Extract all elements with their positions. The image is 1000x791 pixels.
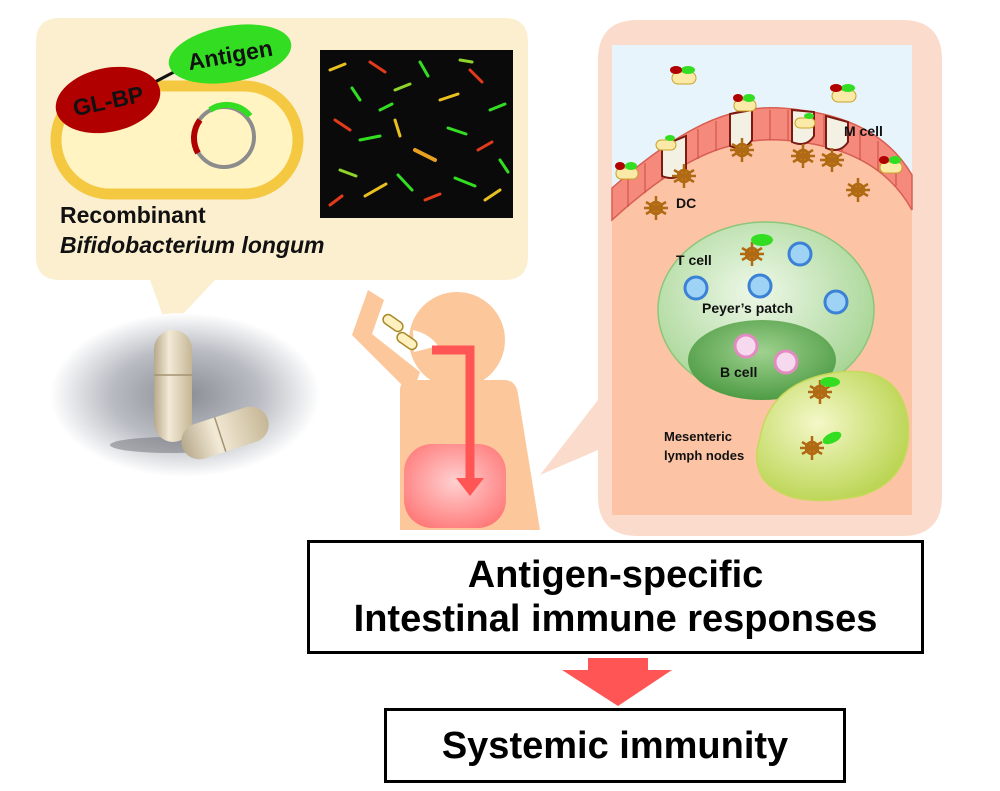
person-arm [352, 290, 420, 395]
b-cell-label: B cell [720, 364, 757, 380]
antigen-fragment-icon [822, 431, 842, 445]
bacterium-callout: GL-BP Antigen [36, 18, 528, 330]
m-cell-label: M cell [844, 123, 883, 139]
systemic-immunity-box: Systemic immunity [384, 708, 846, 783]
intestine-callout: M cell DC T cell Peyer’s patch B cell [540, 20, 942, 536]
capsule-icon [181, 406, 269, 460]
digestion-path-arrow [432, 345, 475, 480]
b-cell-icons [733, 333, 799, 375]
person-mouth [413, 330, 438, 352]
t-cell-label: T cell [676, 252, 712, 268]
person-arm [486, 410, 528, 530]
bacterium-caption: Recombinant Bifidobacterium longum [60, 200, 325, 260]
systemic-immunity-label: Systemic immunity [441, 724, 789, 767]
antigen-fragment-icon [820, 377, 840, 387]
fluorescence-micrograph [320, 50, 513, 218]
dendritic-cell-icon [808, 380, 832, 404]
capsules-photo [50, 313, 320, 477]
caption-line1: Recombinant [60, 202, 206, 228]
capsule-icon [154, 330, 192, 442]
mesenteric-label-line2: lymph nodes [664, 448, 744, 463]
swallowed-capsules [382, 313, 418, 351]
dendritic-cell-icons [644, 138, 870, 220]
person-figure [352, 290, 540, 530]
dendritic-cell-icon [740, 242, 764, 266]
lumen-bacteria [615, 66, 903, 180]
digestion-arrow-head [456, 478, 484, 496]
plasmid-icon [191, 101, 256, 169]
caption-line2: Bifidobacterium longum [60, 232, 325, 258]
stomach [404, 444, 506, 528]
antigen-protein-icon [168, 24, 292, 84]
fusion-linker [152, 70, 175, 85]
b-cell-zone [688, 320, 836, 400]
intestinal-response-line2: Intestinal immune responses [353, 598, 878, 640]
peyers-patch-label: Peyer’s patch [702, 300, 793, 316]
gl-bp-protein-icon [55, 66, 161, 134]
dc-label: DC [676, 195, 696, 211]
intestinal-response-box: Antigen-specific Intestinal immune respo… [307, 540, 924, 654]
intestinal-response-line1: Antigen-specific [467, 554, 764, 596]
person-head [409, 292, 505, 388]
progression-arrow [562, 658, 672, 706]
mesenteric-label-line1: Mesenteric [664, 429, 732, 444]
antigen-fragment-icon [751, 234, 773, 246]
dendritic-cell-icon [800, 436, 824, 460]
